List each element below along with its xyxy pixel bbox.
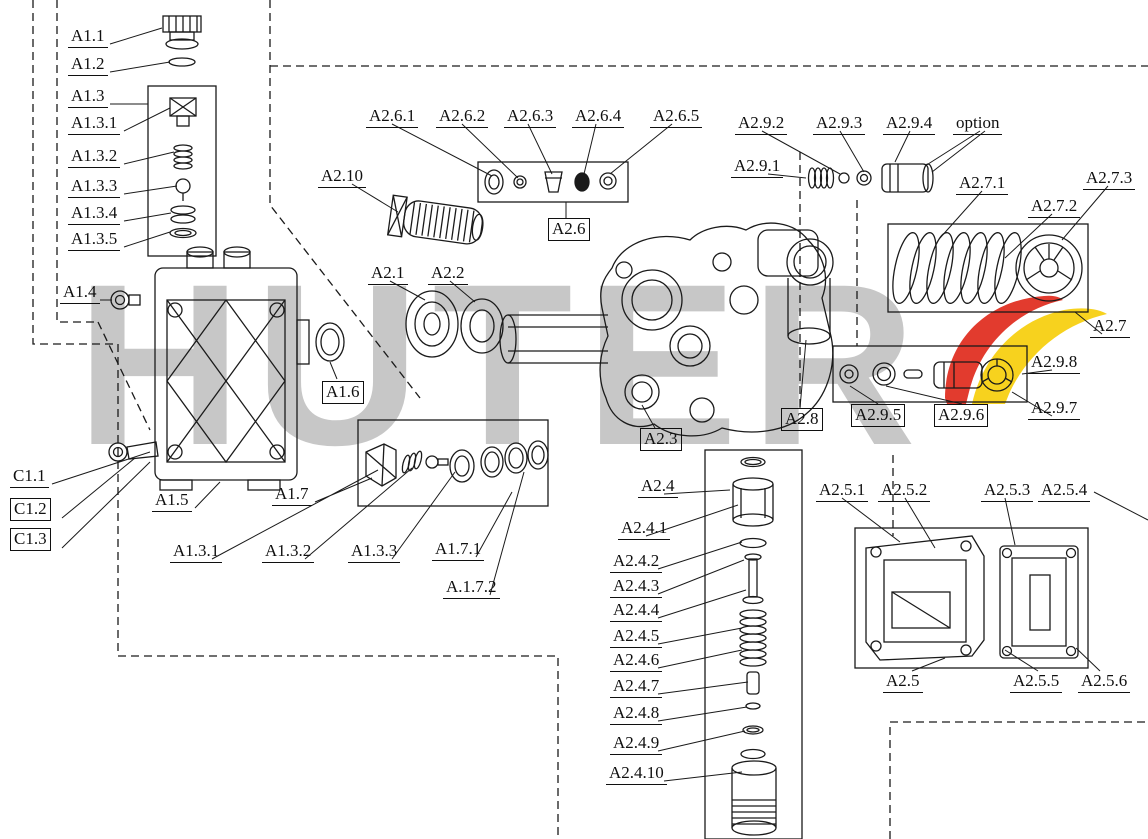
label-a2-4-7: A2.4.7 bbox=[610, 676, 663, 698]
label-a1-5: A1.5 bbox=[152, 490, 192, 512]
check-valve-column-drawing bbox=[704, 449, 803, 839]
label-a1-7-1: A1.7.1 bbox=[432, 539, 485, 561]
label-a2-6-3: A2.6.3 bbox=[504, 106, 557, 128]
watermark-text: HUTER bbox=[76, 236, 929, 493]
label-a2-5-5: A2.5.5 bbox=[1010, 671, 1063, 693]
label-a1-3-2: A1.3.2 bbox=[68, 146, 121, 168]
label-a1-7: A1.7 bbox=[272, 484, 312, 506]
valve-cap-assembly-drawing bbox=[147, 15, 217, 257]
leader-lines bbox=[51, 27, 1148, 782]
label-a1-2: A1.2 bbox=[68, 54, 108, 76]
label-a1-3-1-b: A1.3.1 bbox=[170, 541, 223, 563]
label-a2-4-5: A2.4.5 bbox=[610, 626, 663, 648]
label-a1-3-3: A1.3.3 bbox=[68, 176, 121, 198]
label-a2-4-10: A2.4.10 bbox=[606, 763, 667, 785]
label-a2-5-6: A2.5.6 bbox=[1078, 671, 1131, 693]
label-a2-9-6: A2.9.6 bbox=[934, 404, 989, 427]
huter-logo-swoosh bbox=[945, 295, 1107, 404]
bearing-drawing bbox=[405, 290, 504, 358]
label-a2-4-3: A2.4.3 bbox=[610, 576, 663, 598]
label-a2-10: A2.10 bbox=[318, 166, 367, 188]
mounting-plates-drawing bbox=[854, 527, 1089, 669]
label-a2-6-5: A2.6.5 bbox=[650, 106, 703, 128]
label-a2-6-2: A2.6.2 bbox=[436, 106, 489, 128]
label-a2-4-9: A2.4.9 bbox=[610, 733, 663, 755]
label-a1-3-4: A1.3.4 bbox=[68, 203, 121, 225]
label-a1-6: A1.6 bbox=[322, 381, 364, 404]
label-a2-4: A2.4 bbox=[638, 476, 678, 498]
label-a2-2: A2.2 bbox=[428, 263, 468, 285]
valve-kit-drawing bbox=[477, 161, 629, 203]
label-a2-4-2: A2.4.2 bbox=[610, 551, 663, 573]
piston-spring-drawing bbox=[887, 223, 1089, 313]
label-c1-2: C1.2 bbox=[10, 498, 51, 521]
label-a2-6-4: A2.6.4 bbox=[572, 106, 625, 128]
label-a2-7-3: A2.7.3 bbox=[1083, 168, 1136, 190]
label-a2-5-2: A2.5.2 bbox=[878, 480, 931, 502]
label-a2-9-1: A2.9.1 bbox=[731, 156, 784, 178]
label-a1-3-5: A1.3.5 bbox=[68, 229, 121, 251]
label-a2-4-4: A2.4.4 bbox=[610, 600, 663, 622]
label-a1-1: A1.1 bbox=[68, 26, 108, 48]
label-a1-3: A1.3 bbox=[68, 86, 108, 108]
label-c1-1: C1.1 bbox=[10, 466, 49, 488]
label-a2-5-1: A2.5.1 bbox=[816, 480, 869, 502]
label-a2-9-4: A2.9.4 bbox=[883, 113, 936, 135]
label-a2-7: A2.7 bbox=[1090, 316, 1130, 338]
label-a2-9-3: A2.9.3 bbox=[813, 113, 866, 135]
label-a-1-7-2: A.1.7.2 bbox=[443, 577, 500, 599]
label-a2-8: A2.8 bbox=[781, 408, 823, 431]
label-a2-9-2: A2.9.2 bbox=[735, 113, 788, 135]
label-a2-9-7: A2.9.7 bbox=[1028, 398, 1081, 420]
label-a2-6-1: A2.6.1 bbox=[366, 106, 419, 128]
label-option: option bbox=[953, 113, 1003, 135]
label-a1-3-2-b: A1.3.2 bbox=[262, 541, 315, 563]
label-a2-4-6: A2.4.6 bbox=[610, 650, 663, 672]
label-a1-4: A1.4 bbox=[60, 282, 100, 304]
label-a2-1: A2.1 bbox=[368, 263, 408, 285]
label-a2-7-2: A2.7.2 bbox=[1028, 196, 1081, 218]
label-a2-5: A2.5 bbox=[883, 671, 923, 693]
label-a2-3: A2.3 bbox=[640, 428, 682, 451]
label-a2-5-4: A2.5.4 bbox=[1038, 480, 1091, 502]
label-a2-7-1: A2.7.1 bbox=[956, 173, 1009, 195]
valve-parts-row-drawing bbox=[832, 345, 1028, 403]
filter-drawing bbox=[386, 194, 484, 245]
label-c1-3: C1.3 bbox=[10, 528, 51, 551]
unloader-parts-drawing bbox=[807, 163, 934, 193]
label-a2-6: A2.6 bbox=[548, 218, 590, 241]
label-a1-3-3-b: A1.3.3 bbox=[348, 541, 401, 563]
label-a2-4-8: A2.4.8 bbox=[610, 703, 663, 725]
label-a1-3-1: A1.3.1 bbox=[68, 113, 121, 135]
label-a2-5-3: A2.5.3 bbox=[981, 480, 1034, 502]
section-boundary-lines bbox=[32, 0, 1148, 839]
label-a2-9-8: A2.9.8 bbox=[1028, 352, 1081, 374]
seal-kit-drawing bbox=[357, 419, 549, 507]
pump-body-drawing bbox=[108, 246, 345, 491]
manifold-drawing bbox=[499, 222, 834, 437]
label-a2-4-1: A2.4.1 bbox=[618, 518, 671, 540]
label-a2-9-5: A2.9.5 bbox=[851, 404, 906, 427]
